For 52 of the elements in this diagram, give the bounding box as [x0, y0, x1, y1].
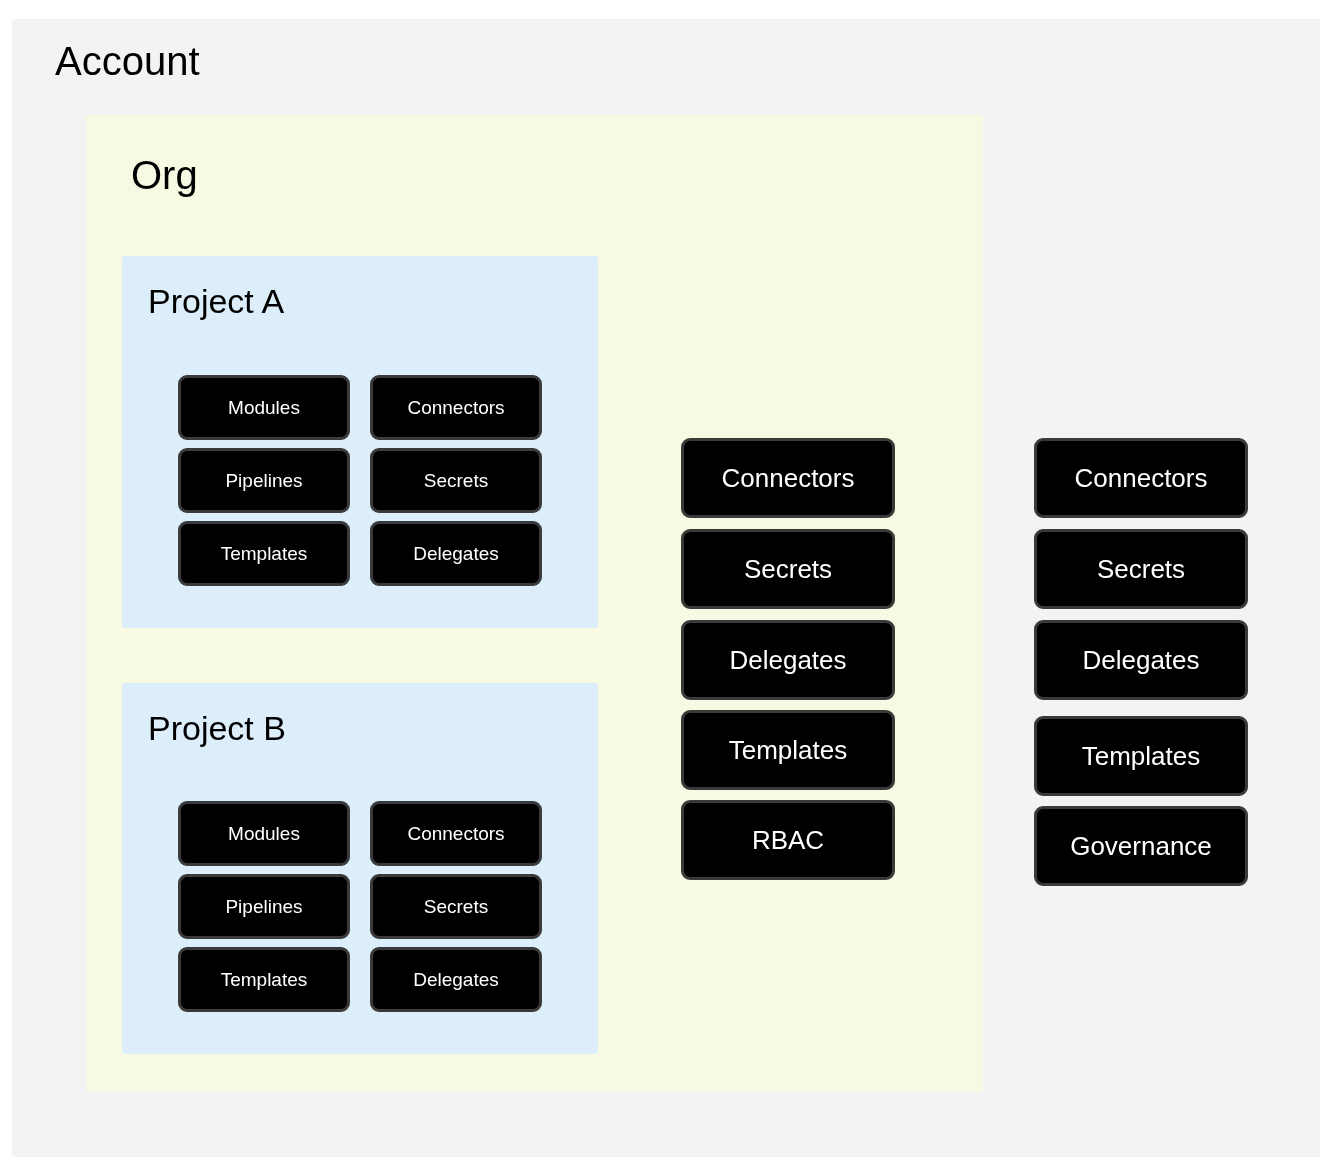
resource-label: Templates: [220, 542, 308, 565]
resource-box: [681, 800, 895, 880]
panel-heading: Account: [55, 39, 200, 84]
project-panel: [122, 256, 598, 628]
project-panel: [122, 683, 598, 1054]
resource-label: Modules: [228, 822, 300, 845]
resource-box: [178, 874, 350, 939]
resource-label: Secrets: [423, 469, 489, 492]
resource-box: [1034, 438, 1248, 518]
resource-label: Connectors: [721, 462, 855, 494]
resource-label: Templates: [1081, 740, 1201, 772]
resource-box: [370, 874, 542, 939]
resource-box: [681, 529, 895, 609]
resource-label: Delegates: [413, 968, 499, 991]
resource-box: [1034, 529, 1248, 609]
resource-box: [178, 448, 350, 513]
resource-label: Delegates: [1082, 644, 1200, 676]
org-panel: [86, 115, 983, 1092]
account-panel: [12, 19, 1320, 1157]
resource-box: [370, 801, 542, 866]
resource-box: [178, 521, 350, 586]
resource-box: [681, 620, 895, 700]
resource-label: Pipelines: [225, 895, 303, 918]
resource-label: Templates: [728, 734, 848, 766]
panel-heading: Project B: [148, 709, 286, 748]
resource-box: [178, 947, 350, 1012]
resource-box: [370, 521, 542, 586]
resource-label: Modules: [228, 396, 300, 419]
resource-box: [370, 947, 542, 1012]
resource-box: [178, 801, 350, 866]
resource-box: [370, 448, 542, 513]
resource-label: Connectors: [1074, 462, 1208, 494]
resource-box: [1034, 716, 1248, 796]
resource-box: [370, 375, 542, 440]
resource-label: Templates: [220, 968, 308, 991]
resource-label: Secrets: [743, 553, 833, 585]
resource-box: [681, 438, 895, 518]
resource-label: Connectors: [407, 396, 505, 419]
resource-box: [681, 710, 895, 790]
resource-box: [178, 375, 350, 440]
panel-heading: Org: [131, 153, 198, 198]
resource-box: [1034, 806, 1248, 886]
resource-label: Secrets: [423, 895, 489, 918]
resource-label: Delegates: [729, 644, 847, 676]
resource-box: [1034, 620, 1248, 700]
resource-label: Connectors: [407, 822, 505, 845]
resource-label: Secrets: [1096, 553, 1186, 585]
resource-label: Governance: [1070, 830, 1212, 862]
resource-label: RBAC: [751, 824, 825, 856]
resource-label: Delegates: [413, 542, 499, 565]
panel-heading: Project A: [148, 282, 285, 321]
resource-label: Pipelines: [225, 469, 303, 492]
